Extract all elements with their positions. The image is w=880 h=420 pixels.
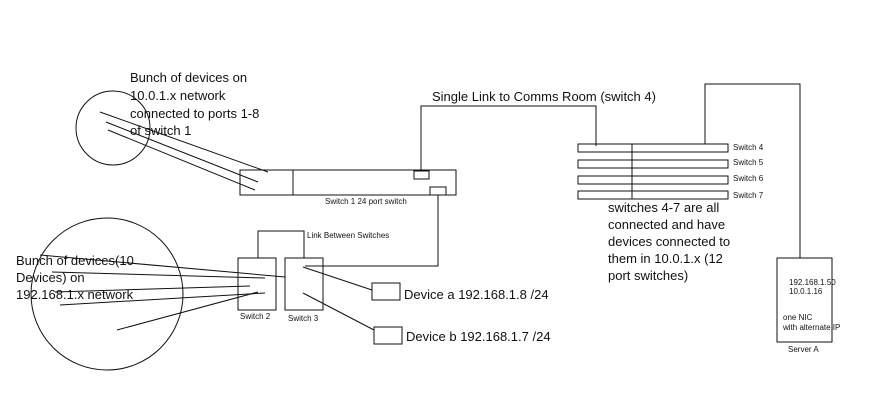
switch7-label: Switch 7 (733, 191, 764, 200)
switch3-to-device-b-line (302, 292, 375, 331)
link-between-switches-label: Link Between Switches (307, 231, 389, 240)
switch6-label: Switch 6 (733, 174, 764, 183)
switch5-label: Switch 5 (733, 158, 764, 167)
switch1-box (239, 169, 457, 196)
switch4-to-server-line (704, 83, 801, 258)
note-devices-192-network: Bunch of devices(10 Devices) on 192.168.… (16, 253, 137, 302)
switch3-to-device-a-line (302, 266, 373, 291)
switch1-switch3-port (429, 186, 447, 196)
note-switches-4-7: switches 4-7 are all connected and have … (608, 200, 734, 283)
switch1-label: Switch 1 24 port switch (325, 197, 407, 206)
cloud1-links (99, 111, 269, 191)
switch3-label: Switch 3 (288, 314, 319, 323)
device-b-box (373, 326, 403, 345)
link-between-switches-line (257, 230, 305, 258)
server-a-ips: 192.168.1.50 10.0.1.16 (789, 278, 838, 296)
switch1-to-switch3-line (305, 195, 439, 267)
switch6-box (577, 175, 729, 185)
single-link-line (420, 105, 597, 171)
switch4-box (577, 143, 729, 153)
server-a-label: Server A (788, 345, 819, 354)
server-a-box (776, 257, 833, 343)
server-a-nic-note: one NIC with alternate IP (782, 313, 840, 332)
switch5-box (577, 159, 729, 169)
device-a-box (371, 282, 401, 301)
switch4-label: Switch 4 (733, 143, 764, 152)
device-a-label: Device a 192.168.1.8 /24 (404, 287, 549, 302)
switch7-box (577, 190, 729, 200)
device-cloud-192-network (30, 217, 184, 371)
device-b-label: Device b 192.168.1.7 /24 (406, 329, 551, 344)
device-cloud-10-network (75, 90, 151, 166)
cloud2-links (39, 254, 286, 331)
switch1-uplink-port (413, 170, 430, 180)
note-devices-10-network: Bunch of devices on 10.0.1.x network con… (130, 70, 263, 138)
switch2-box (237, 257, 277, 311)
single-link-label: Single Link to Comms Room (switch 4) (432, 89, 656, 104)
switch2-label: Switch 2 (240, 312, 271, 321)
